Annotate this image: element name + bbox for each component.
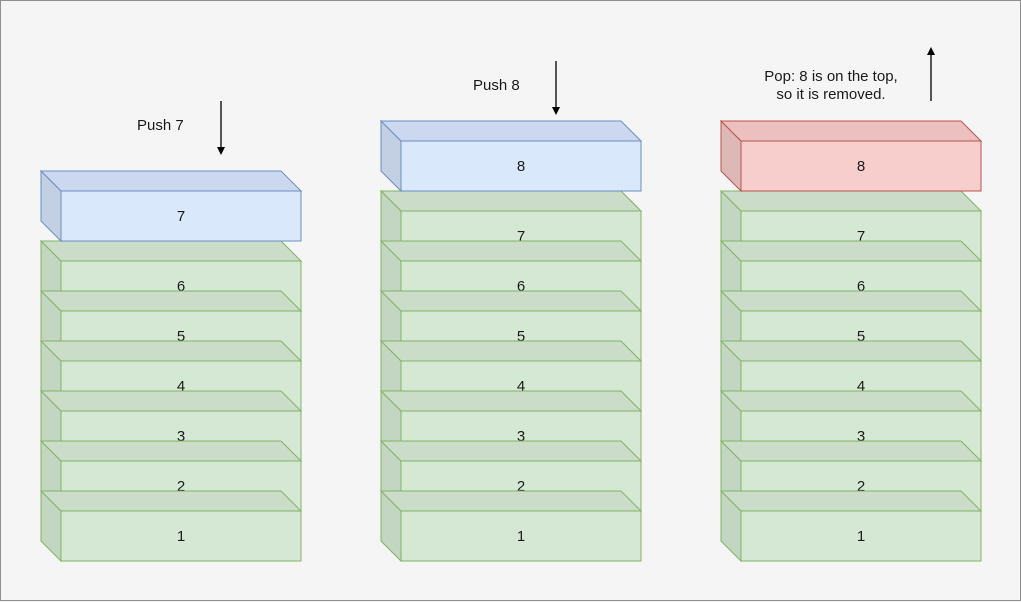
box-label: 1 [177,528,185,545]
box-label: 5 [857,328,865,345]
box-front-face [740,140,982,192]
box-label: 4 [857,378,865,395]
pop-caption: Pop: 8 is on the top, so it is removed. [741,68,921,104]
box-top-face [719,440,983,462]
box-top-face [719,240,983,262]
box-label: 6 [857,278,865,295]
box-label: 3 [857,428,865,445]
box-label: 4 [177,378,185,395]
box-top-face [39,490,303,512]
pushed-element-box: 7 [39,169,303,243]
stack-item-box: 1 [379,489,643,563]
popped-element-box: 8 [719,119,983,193]
box-label: 8 [857,158,865,175]
box-label: 8 [517,158,525,175]
box-top-face [719,390,983,412]
box-top-face [719,290,983,312]
box-label: 3 [177,428,185,445]
box-top-face [719,340,983,362]
box-label: 1 [857,528,865,545]
box-front-face [60,510,302,562]
box-top-face [719,490,983,512]
box-top-face [39,340,303,362]
box-front-face [740,510,982,562]
push-7-caption: Push 7 [137,117,184,134]
box-front-face [400,510,642,562]
box-label: 5 [517,328,525,345]
box-top-face [379,440,643,462]
box-label: 7 [517,228,525,245]
box-top-face [379,290,643,312]
box-top-face [379,240,643,262]
box-top-face [39,290,303,312]
box-top-face [39,240,303,262]
box-label: 7 [857,228,865,245]
stack-push-8: 7 6 5 4 3 2 1 8 [379,119,643,563]
box-top-face [379,390,643,412]
stack-item-box: 1 [39,489,303,563]
stack-item-box: 1 [719,489,983,563]
box-top-face [379,490,643,512]
box-label: 2 [857,478,865,495]
box-top-face [719,120,983,142]
box-top-face [39,170,303,192]
box-label: 4 [517,378,525,395]
push-8-caption: Push 8 [473,77,520,94]
box-front-face [60,190,302,242]
box-top-face [379,190,643,212]
box-label: 2 [177,478,185,495]
box-label: 7 [177,208,185,225]
box-top-face [379,340,643,362]
pushed-element-box: 8 [379,119,643,193]
box-label: 5 [177,328,185,345]
box-front-face [400,140,642,192]
stack-pop-8: 7 6 5 4 3 2 1 8 [719,119,983,563]
box-top-face [39,440,303,462]
stack-push-7: 6 5 4 3 2 1 7 [39,169,303,563]
box-top-face [379,120,643,142]
box-label: 1 [517,528,525,545]
operation-arrows [217,47,935,155]
box-label: 3 [517,428,525,445]
pop-caption-line-2: so it is removed. [776,86,886,103]
box-top-face [719,190,983,212]
box-label: 6 [177,278,185,295]
box-top-face [39,390,303,412]
pop-caption-line-1: Pop: 8 is on the top, [764,68,898,85]
box-label: 2 [517,478,525,495]
box-label: 6 [517,278,525,295]
